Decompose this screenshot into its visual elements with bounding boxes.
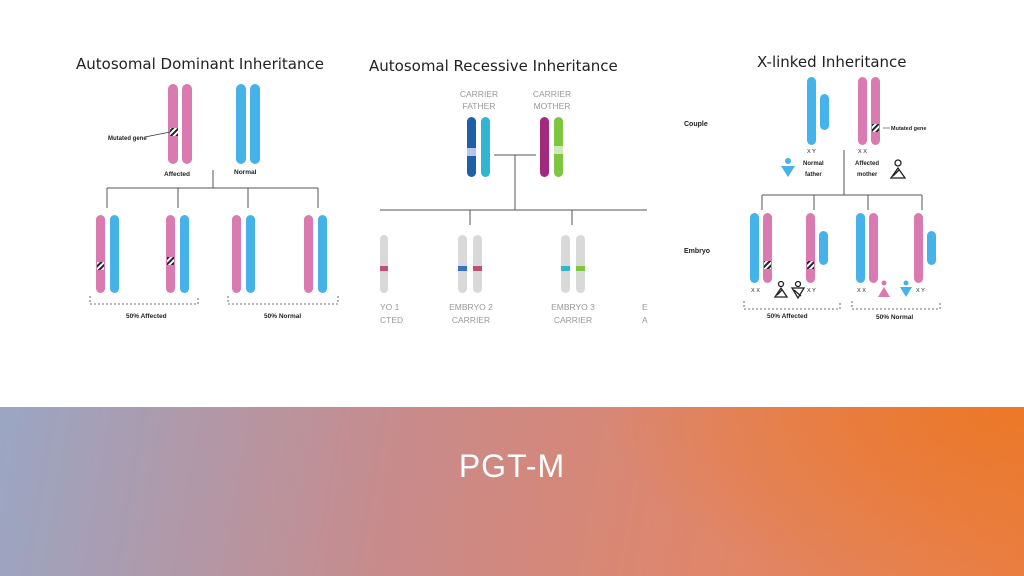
affected-mother-label-1: Affected: [855, 161, 879, 167]
embryo-3-label-2: CARRIER: [554, 315, 592, 325]
x-pct-normal: 50% Normal: [876, 314, 913, 321]
carrier-mother-label-1: CARRIER: [533, 89, 571, 99]
male-embryo-icon: [900, 280, 912, 297]
carrier-father-label-2: FATHER: [463, 101, 496, 111]
carrier-father-label-1: CARRIER: [460, 89, 498, 99]
embryo-4-label-2: A: [642, 315, 648, 325]
heading-autosomal-recessive: Autosomal Recessive Inheritance: [369, 57, 618, 75]
affected-parent-chromosomes: [168, 84, 192, 164]
x-affected-bracket: [743, 301, 841, 310]
normal-father-label-2: father: [805, 172, 822, 178]
affected-bracket: [89, 296, 199, 305]
embryo-1-label-2: CTED: [380, 315, 403, 325]
heading-autosomal-dominant: Autosomal Dominant Inheritance: [76, 55, 324, 73]
dominant-child-2: [166, 215, 189, 293]
slide-title: PGT-M: [458, 448, 566, 484]
dominant-child-4: [304, 215, 327, 293]
dominant-child-3: [232, 215, 255, 293]
mother-xx-label: X X: [858, 149, 867, 155]
x-linked-diagram: Couple Embryo X Y X X Mutated gene Norma…: [684, 77, 941, 321]
x-embryo-1: [750, 213, 772, 283]
embryo-3-chromosomes: [561, 235, 585, 293]
footer-gradient-banner: [0, 407, 1024, 576]
embryo-3-label-1: EMBRYO 3: [551, 302, 595, 312]
affected-female-embryo-icon: [773, 280, 789, 298]
x-linked-tree-lines: [761, 150, 923, 210]
affected-mother-label-2: mother: [857, 172, 878, 178]
embryo-2-label-1: EMBRYO 2: [449, 302, 493, 312]
autosomal-recessive-diagram: CARRIER FATHER CARRIER MOTHER YO 1 CTED …: [380, 89, 648, 325]
dominant-child-1: [96, 215, 119, 293]
male-symbol-icon: [781, 158, 795, 177]
normal-father-label-1: Normal: [803, 161, 824, 167]
couple-label: Couple: [684, 121, 708, 128]
x-mutated-gene-label: Mutated gene: [891, 126, 926, 132]
x-pct-affected: 50% Affected: [767, 313, 808, 320]
affected-male-embryo-icon: [790, 280, 806, 300]
affected-label: Affected: [164, 171, 190, 178]
embryo-1-chromosomes: [380, 235, 388, 293]
affected-female-symbol-icon: [889, 159, 907, 179]
x-embryo-2-label: X Y: [807, 288, 816, 294]
x-embryo-2: [806, 213, 828, 283]
embryo-label: Embryo: [684, 248, 710, 255]
x-embryo-3: [856, 213, 878, 283]
normal-parent-chromosomes: [236, 84, 260, 164]
embryo-4-label-1: E: [642, 302, 648, 312]
normal-bracket: [227, 296, 339, 305]
dominant-pct-affected: 50% Affected: [126, 313, 167, 320]
x-embryo-4: [914, 213, 936, 283]
carrier-mother-label-2: MOTHER: [534, 101, 571, 111]
recessive-tree-lines: [380, 154, 647, 225]
normal-label: Normal: [234, 169, 257, 176]
autosomal-dominant-diagram: Mutated gene Affected Normal 50% Affecte…: [89, 84, 339, 320]
embryo-1-label-1: YO 1: [380, 302, 400, 312]
dominant-pct-normal: 50% Normal: [264, 313, 301, 320]
embryo-2-label-2: CARRIER: [452, 315, 490, 325]
dominant-tree-lines: [106, 170, 319, 208]
heading-x-linked: X-linked Inheritance: [757, 53, 907, 71]
embryo-2-chromosomes: [458, 235, 482, 293]
affected-mother-chromosomes: [858, 77, 880, 145]
normal-father-chromosomes: [807, 77, 829, 145]
carrier-mother-chromosomes: [540, 117, 563, 177]
carrier-father-chromosomes: [467, 117, 490, 177]
father-xy-label: X Y: [807, 149, 816, 155]
female-embryo-icon: [878, 280, 890, 297]
x-normal-bracket: [851, 301, 941, 310]
mutated-gene-label: Mutated gene: [108, 136, 147, 142]
x-embryo-3-label: X X: [857, 288, 866, 294]
x-embryo-4-label: X Y: [916, 288, 925, 294]
x-embryo-1-label: X X: [751, 288, 760, 294]
